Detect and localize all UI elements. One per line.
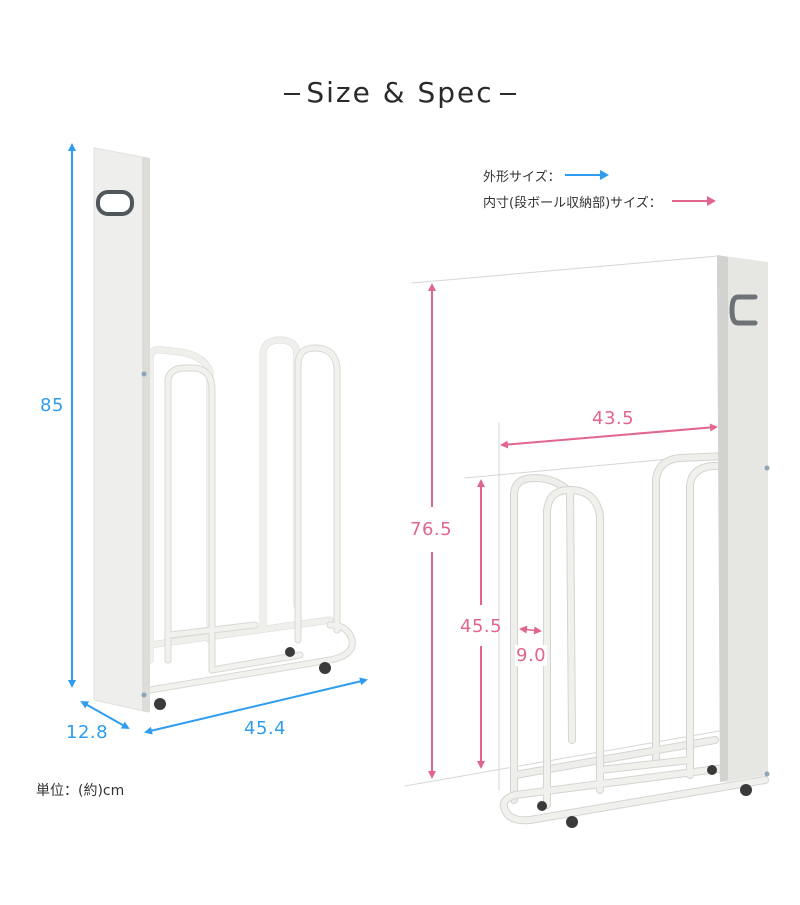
left-product-view [93,147,356,713]
dim-outer-height-label: 76.5 [410,519,453,540]
dim-depth-label: 12.8 [66,722,109,743]
page-title: Size & Spec [0,76,800,109]
caster-wheels [537,765,752,828]
title-text: Size & Spec [306,76,494,109]
legend-outer-label: 外形サイズ： [483,169,561,185]
legend: 外形サイズ： 内寸(段ボール収納部)サイズ： [483,162,716,214]
caster-wheels [154,647,331,710]
handle-cutout-icon [729,294,758,326]
dim-width-label: 45.4 [244,718,287,739]
dim-height-label: 85 [40,395,64,416]
title-dash-left [284,93,301,95]
arrow-right-icon [564,170,609,180]
left-dimension-lines [68,143,368,735]
legend-outer-size: 外形サイズ： [483,162,714,188]
right-dimension-lines [428,283,718,779]
dim-inner-width-label: 43.5 [592,408,635,429]
right-product-view [404,255,770,828]
arrow-right-icon [671,196,716,206]
title-dash-right [499,93,516,95]
dim-slot-gap-label: 9.0 [515,645,548,666]
legend-inner-label: 内寸(段ボール収納部)サイズ： [483,195,662,211]
dim-inner-height-label: 45.5 [460,616,503,637]
handle-cutout-icon [96,190,134,216]
legend-inner-size: 内寸(段ボール収納部)サイズ： [483,188,716,214]
unit-note: 単位：(約)cm [36,783,125,799]
